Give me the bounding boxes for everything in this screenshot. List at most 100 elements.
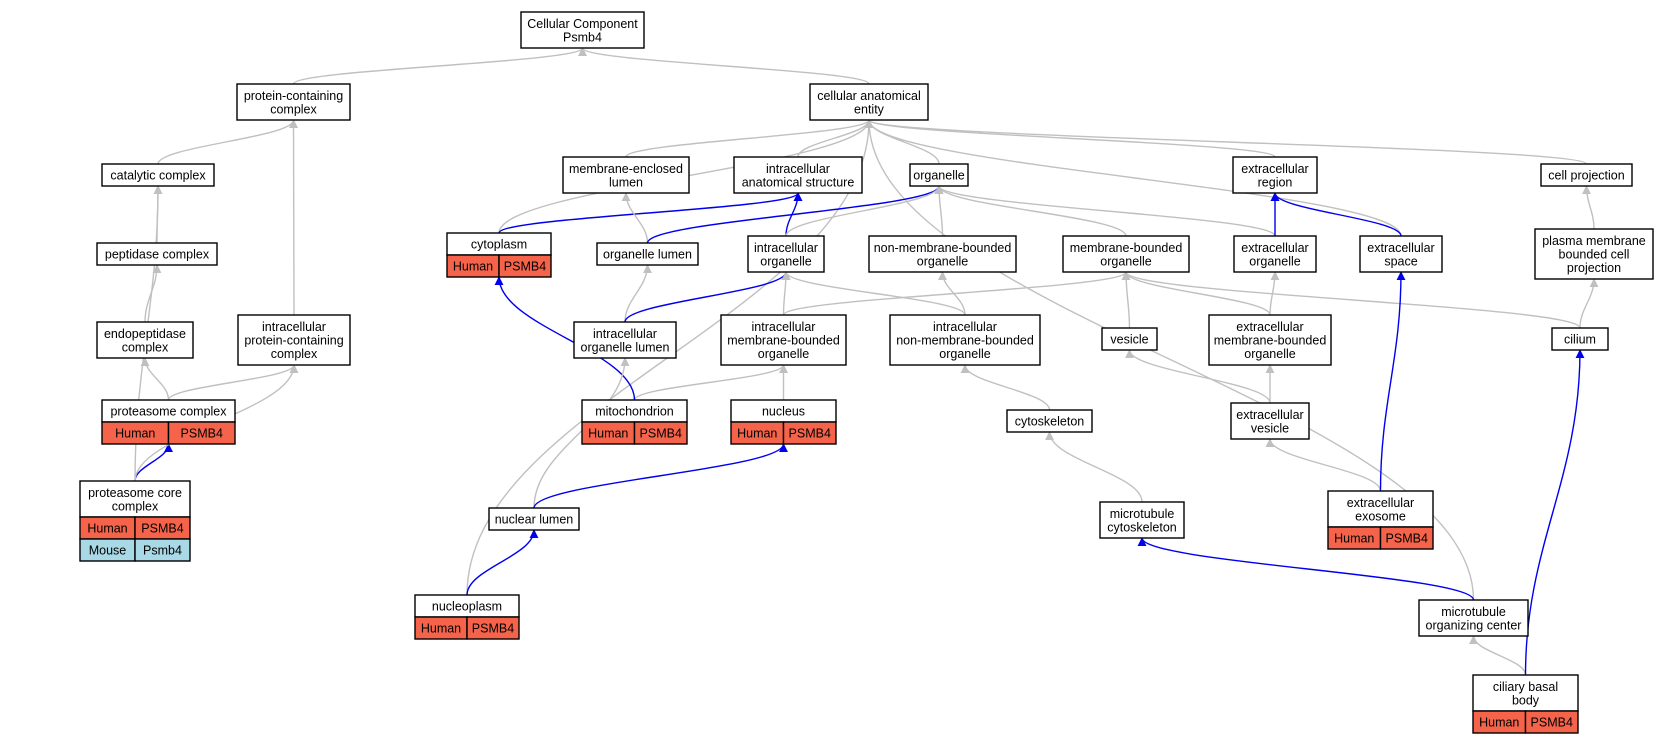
node-box	[488, 507, 580, 531]
node-label-line: organelle	[1244, 347, 1295, 361]
node-nuclear-lumen[interactable]: nuclear lumen	[488, 507, 580, 531]
node-vesicle[interactable]: vesicle	[1101, 327, 1158, 351]
edge-ciliary-basal-body-to-microtubule-organizing-center	[1469, 635, 1527, 676]
node-label-line: plasma membrane	[1542, 234, 1646, 248]
node-label-line: intracellular	[262, 320, 326, 334]
edge-ciliary-basal-body-to-cilium	[1524, 349, 1585, 676]
node-label-line: extracellular	[1241, 162, 1308, 176]
edge-extracellular-region-to-cellular-anatomical-entity	[864, 119, 1276, 158]
node-intracellular-non-membrane-bounded-organelle[interactable]: intracellularnon-membrane-boundedorganel…	[889, 314, 1041, 366]
node-box	[562, 156, 690, 194]
node-label-line: entity	[854, 102, 885, 116]
edge-extracellular-organelle-to-organelle	[934, 185, 1276, 237]
node-label-line: peptidase complex	[105, 248, 210, 262]
node-label-line: proteasome complex	[110, 405, 227, 419]
annotation-species-label: Human	[1479, 716, 1519, 730]
node-label-line: membrane-bounded	[1070, 241, 1183, 255]
node-label-line: anatomical structure	[742, 175, 855, 189]
node-label-line: exosome	[1355, 509, 1406, 523]
node-label-line: bounded cell	[1559, 248, 1630, 262]
edge-nucleoplasm-to-nuclear-lumen	[466, 529, 539, 596]
annotation-species-label: Human	[588, 427, 628, 441]
edge-cytoplasm-to-intracellular-anatomical-structure	[498, 192, 803, 234]
node-label-line: cell projection	[1548, 169, 1624, 183]
node-box	[1230, 402, 1310, 440]
annotation-species-label: Human	[737, 427, 777, 441]
annotation-species-label: Human	[453, 260, 493, 274]
node-box	[1062, 235, 1190, 273]
edge-microtubule-organizing-center-to-microtubule-cytoskeleton	[1137, 537, 1475, 601]
node-label-line: space	[1384, 254, 1417, 268]
node-label-line: membrane-enclosed	[569, 162, 683, 176]
node-label-line: intracellular	[593, 327, 657, 341]
node-label-line: cytoskeleton	[1107, 520, 1177, 534]
edge-intracellular-non-membrane-bounded-organelle-to-non-membrane-bounded-organelle	[938, 271, 966, 316]
node-box	[720, 314, 847, 366]
edge-extracellular-exosome-to-extracellular-vesicle	[1265, 438, 1382, 492]
annotation-gene-label: PSMB4	[1531, 716, 1573, 730]
node-catalytic-complex[interactable]: catalytic complex	[101, 163, 215, 187]
node-cytoskeleton[interactable]: cytoskeleton	[1006, 409, 1093, 433]
edge-nuclear-lumen-to-nucleus	[533, 443, 788, 509]
annotation-gene-label: PSMB4	[1386, 532, 1428, 546]
node-box	[101, 163, 215, 187]
edge-vesicle-to-membrane-bounded-organelle	[1121, 271, 1131, 329]
annotation-gene-label: PSMB4	[181, 427, 223, 441]
annotation-species-label: Human	[115, 427, 155, 441]
annotation-species-label: Mouse	[89, 544, 127, 558]
node-peptidase-complex[interactable]: peptidase complex	[96, 242, 218, 266]
node-cilium[interactable]: cilium	[1551, 327, 1609, 351]
edge-intracellular-organelle-to-organelle	[785, 185, 944, 237]
node-label-line: non-membrane-bounded	[874, 241, 1012, 255]
edge-extracellular-vesicle-to-vesicle	[1125, 349, 1271, 404]
annotation-gene-cell	[782, 421, 837, 445]
node-label-line: cytoskeleton	[1015, 415, 1085, 429]
node-label-line: non-membrane-bounded	[896, 334, 1034, 348]
node-label-line: organelle	[1100, 254, 1151, 268]
annotation-gene-label: PSMB4	[472, 622, 514, 636]
node-box	[1233, 235, 1317, 273]
node-box	[96, 321, 194, 359]
edge-cytoskeleton-to-intracellular-non-membrane-bounded-organelle	[960, 364, 1051, 411]
edge-proteasome-complex-to-intracellular-protein-containing-complex	[167, 364, 299, 401]
node-label-line: intracellular	[933, 320, 997, 334]
node-label-line: organelle	[760, 254, 811, 268]
edge-extracellular-space-to-extracellular-region	[1270, 192, 1402, 237]
node-box	[1232, 156, 1318, 194]
edge-extracellular-space-to-cellular-anatomical-entity	[864, 119, 1402, 237]
node-cell-projection[interactable]: cell projection	[1540, 163, 1633, 187]
annotation-gene-label: PSMB4	[141, 522, 183, 536]
node-label-line: Psmb4	[563, 30, 602, 44]
node-label-line: extracellular	[1347, 496, 1414, 510]
node-organelle[interactable]: organelle	[909, 163, 969, 187]
node-organelle-lumen[interactable]: organelle lumen	[596, 242, 699, 266]
